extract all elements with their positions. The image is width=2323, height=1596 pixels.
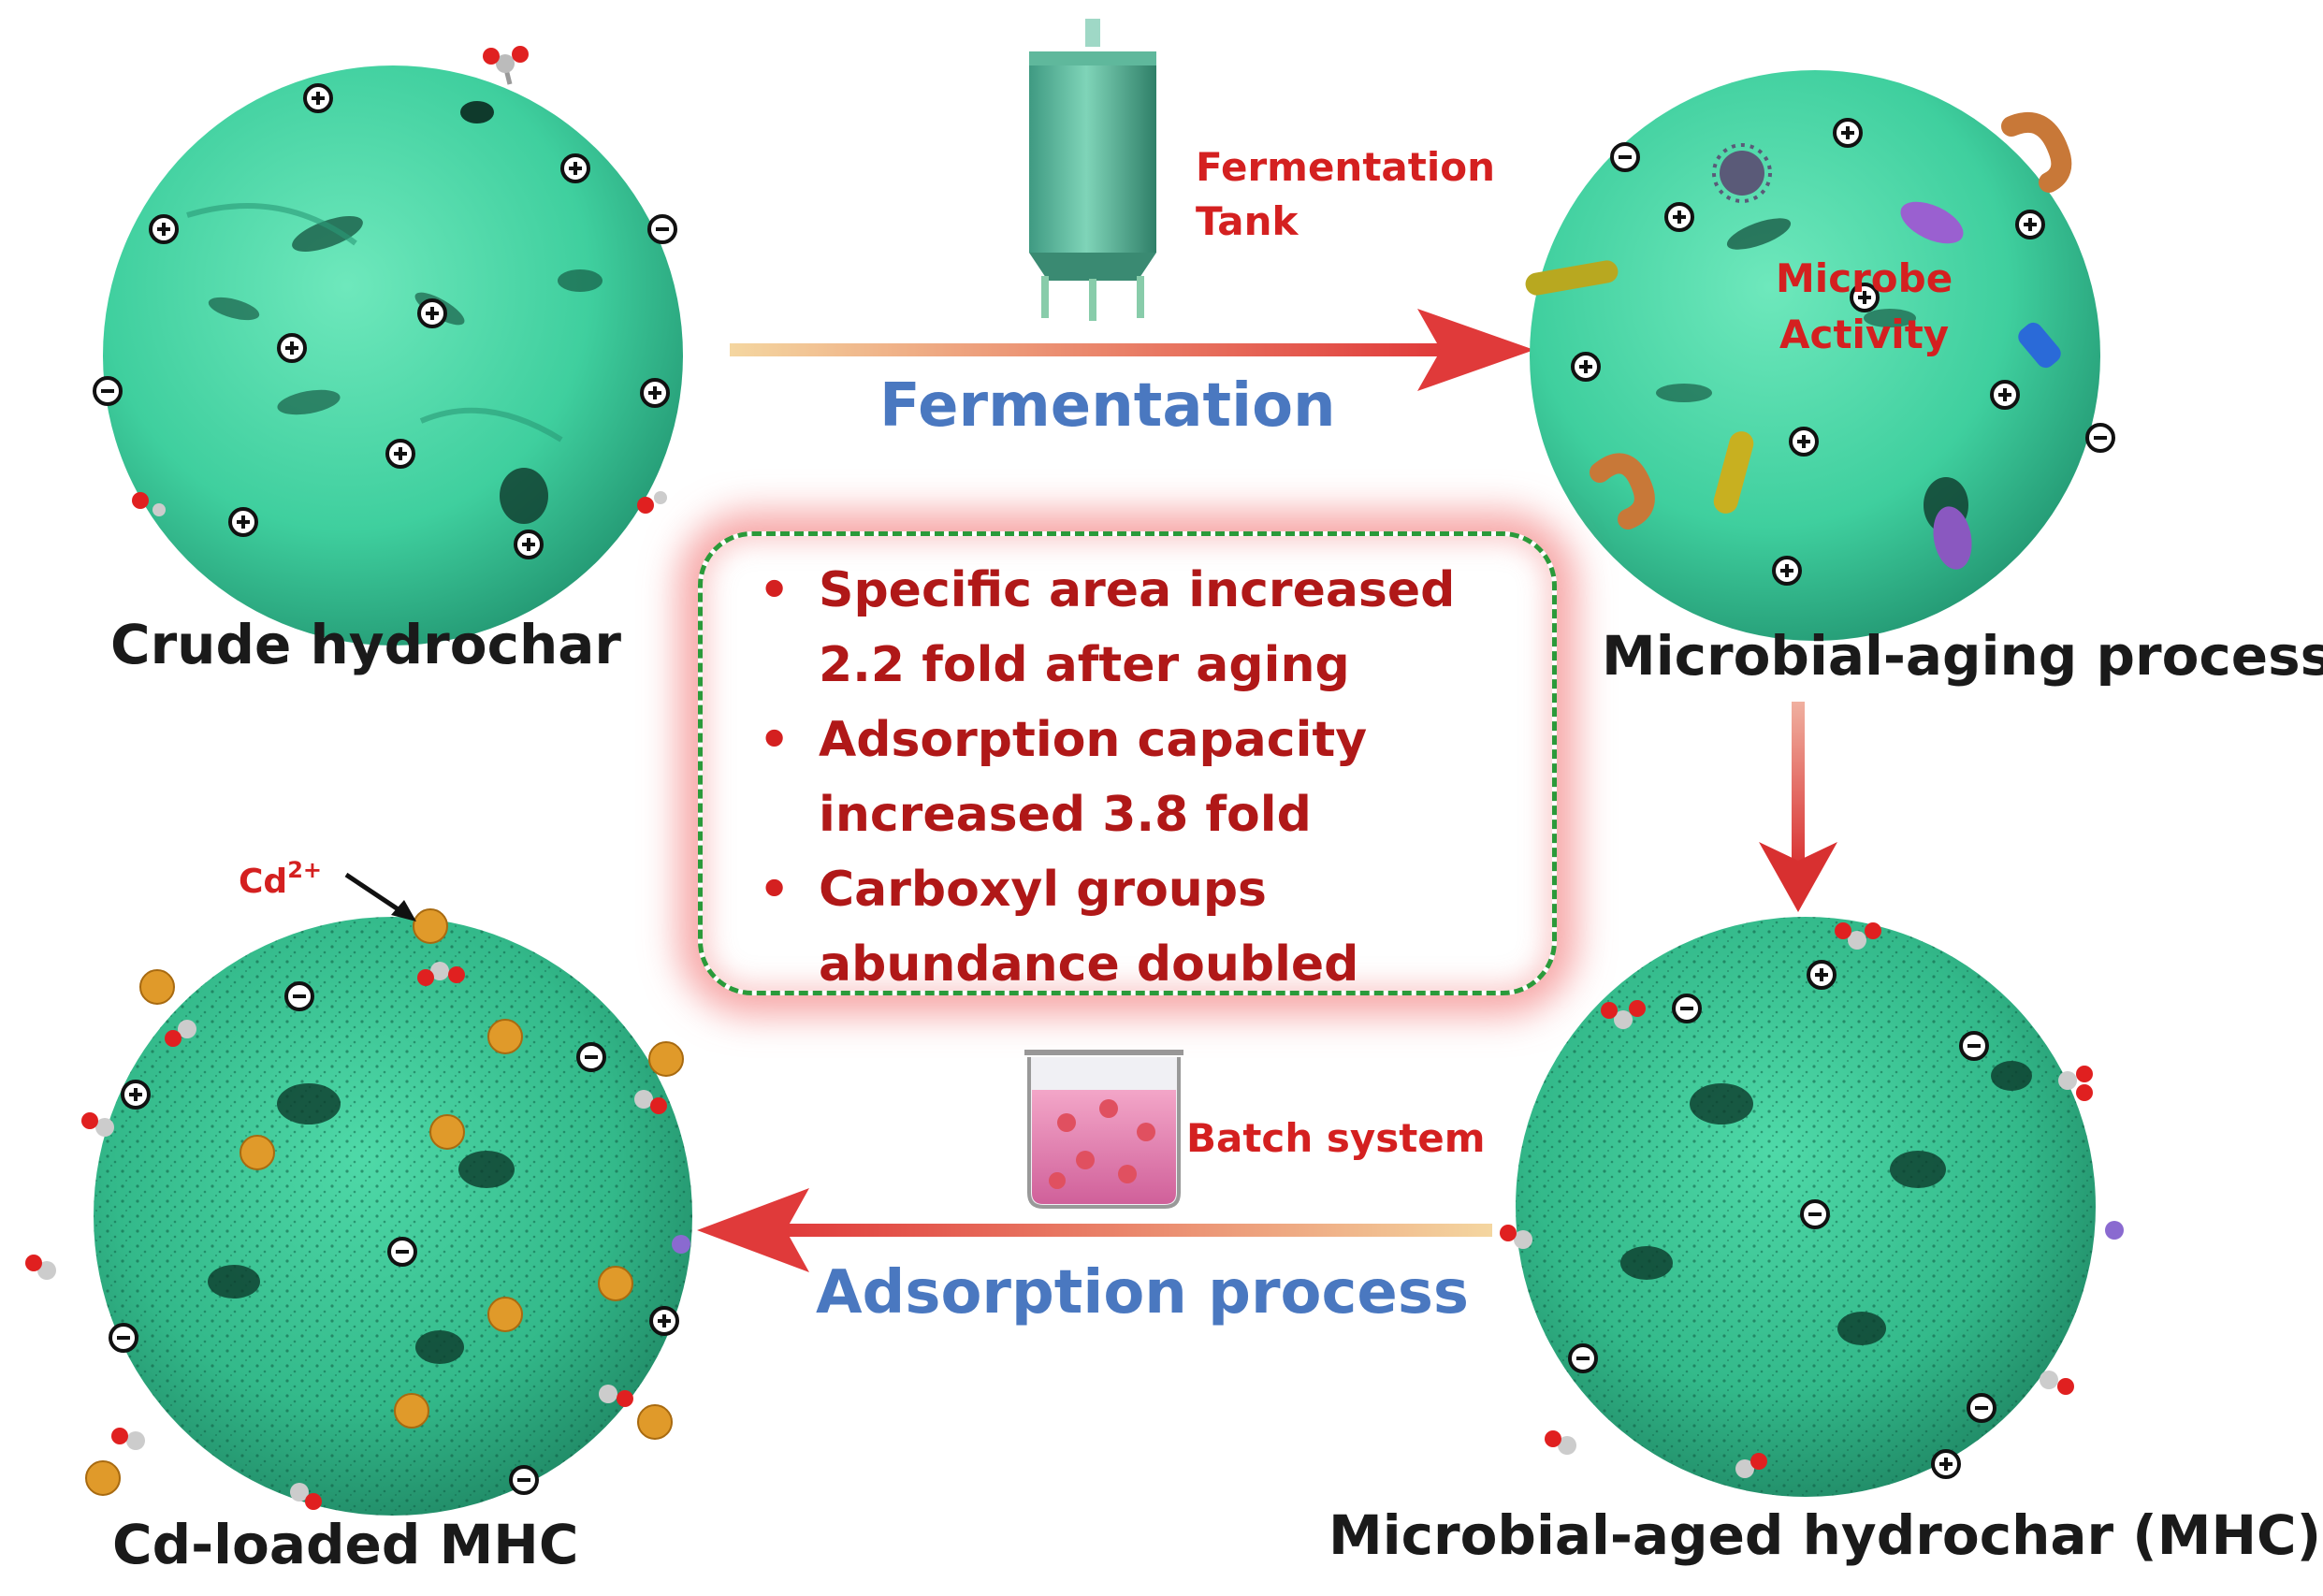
plus-charge-icon	[277, 333, 307, 363]
plus-charge-icon	[1807, 960, 1837, 990]
adsorption-step-label: Adsorption process	[816, 1258, 1469, 1328]
cd-functional-groups	[25, 962, 690, 1510]
minus-charge-icon	[1568, 1343, 1598, 1373]
yellow-bacillus-icon	[1525, 260, 1619, 296]
tank-label-line2: Tank	[1196, 198, 1299, 244]
plus-charge-icon	[1833, 118, 1863, 148]
adsorption-arrow	[697, 1188, 1492, 1272]
minus-charge-icon	[1800, 1199, 1830, 1229]
plus-charge-icon	[228, 507, 258, 537]
fermentation-arrow	[730, 309, 1534, 391]
minus-charge-icon	[93, 376, 123, 406]
summary-list: Specific area increased 2.2 fold after a…	[759, 553, 1524, 1002]
crude-surface-charges	[93, 83, 677, 559]
minus-charge-icon	[1967, 1393, 1996, 1423]
batch-system-label: Batch system	[1186, 1115, 1486, 1161]
yellow-bacillus-icon	[1713, 431, 1754, 514]
crude-hydrochar-particle	[103, 65, 683, 646]
microbes	[1525, 112, 2072, 570]
microbial-aged-hydrochar-label: Microbial-aged hydrochar (MHC)	[1328, 1503, 2322, 1567]
fermentation-step-label: Fermentation	[879, 371, 1336, 441]
cadmium-ions	[85, 908, 684, 1496]
orange-spirillum-icon	[2001, 112, 2072, 193]
minus-charge-icon	[1610, 142, 1640, 172]
plus-charge-icon	[640, 378, 670, 408]
minus-charge-icon	[647, 214, 677, 244]
plus-charge-icon	[1789, 427, 1819, 457]
minus-charge-icon	[1672, 994, 1702, 1023]
minus-charge-icon	[284, 981, 314, 1011]
microbe-label-line2: Activity	[1779, 312, 1950, 357]
fermentation-tank-icon	[1029, 19, 1156, 321]
cd-loaded-mhc-label: Cd-loaded MHC	[112, 1513, 579, 1576]
minus-charge-icon	[576, 1042, 606, 1072]
plus-charge-icon	[2015, 210, 2045, 239]
purple-bacterium-icon	[1900, 201, 1964, 244]
minus-charge-icon	[2085, 423, 2115, 453]
aging-surface-charges	[1571, 118, 2115, 586]
beaker-icon	[1024, 1050, 1183, 1209]
fermentation-tank-label: Fermentation Tank	[1196, 140, 1495, 249]
mhc-functional-groups	[1500, 922, 2124, 1478]
plus-charge-icon	[1931, 1449, 1961, 1479]
cd-ion-charge: 2+	[287, 857, 323, 883]
virus-icon	[1712, 143, 1772, 203]
plus-charge-icon	[385, 439, 415, 469]
aging-down-arrow	[1759, 702, 1837, 912]
plus-charge-icon	[1664, 202, 1694, 232]
microbe-activity-label: Microbe Activity	[1776, 251, 1953, 363]
plus-charge-icon	[303, 83, 333, 113]
minus-charge-icon	[109, 1323, 138, 1353]
plus-charge-icon	[1850, 283, 1880, 312]
cd-ion-pointer-arrow	[344, 872, 416, 921]
summary-box: Specific area increased 2.2 fold after a…	[698, 531, 1557, 995]
summary-item: Specific area increased 2.2 fold after a…	[759, 553, 1524, 703]
minus-charge-icon	[1959, 1031, 1989, 1061]
minus-charge-icon	[509, 1465, 539, 1495]
plus-charge-icon	[649, 1306, 679, 1336]
cd-ion-label: Cd2+	[239, 859, 322, 899]
plus-charge-icon	[1571, 352, 1601, 382]
cd-surface-charges	[109, 981, 679, 1495]
cd-ion-symbol: Cd	[239, 863, 288, 901]
microbial-aging-label: Microbial-aging process	[1602, 624, 2323, 688]
plus-charge-icon	[121, 1080, 151, 1110]
plus-charge-icon	[1990, 380, 2020, 410]
plus-charge-icon	[149, 214, 179, 244]
cd-loaded-particle	[94, 917, 692, 1516]
crude-functional-groups	[132, 46, 667, 516]
mhc-surface-charges	[1568, 960, 1996, 1479]
plus-charge-icon	[514, 530, 544, 559]
minus-charge-icon	[387, 1237, 417, 1267]
orange-spirillum-icon	[1590, 453, 1655, 530]
crude-hydrochar-label: Crude hydrochar	[110, 613, 621, 676]
summary-item: Adsorption capacity increased 3.8 fold	[759, 703, 1524, 852]
plus-charge-icon	[417, 298, 447, 328]
microbe-label-line1: Microbe	[1776, 255, 1953, 301]
blue-bacterium-icon	[2018, 322, 2061, 369]
plus-charge-icon	[1772, 556, 1802, 586]
tank-label-line1: Fermentation	[1196, 144, 1495, 190]
summary-item: Carboxyl groups abundance doubled	[759, 852, 1524, 1002]
plus-charge-icon	[560, 153, 590, 183]
purple-bacterium-icon	[1933, 506, 1972, 570]
